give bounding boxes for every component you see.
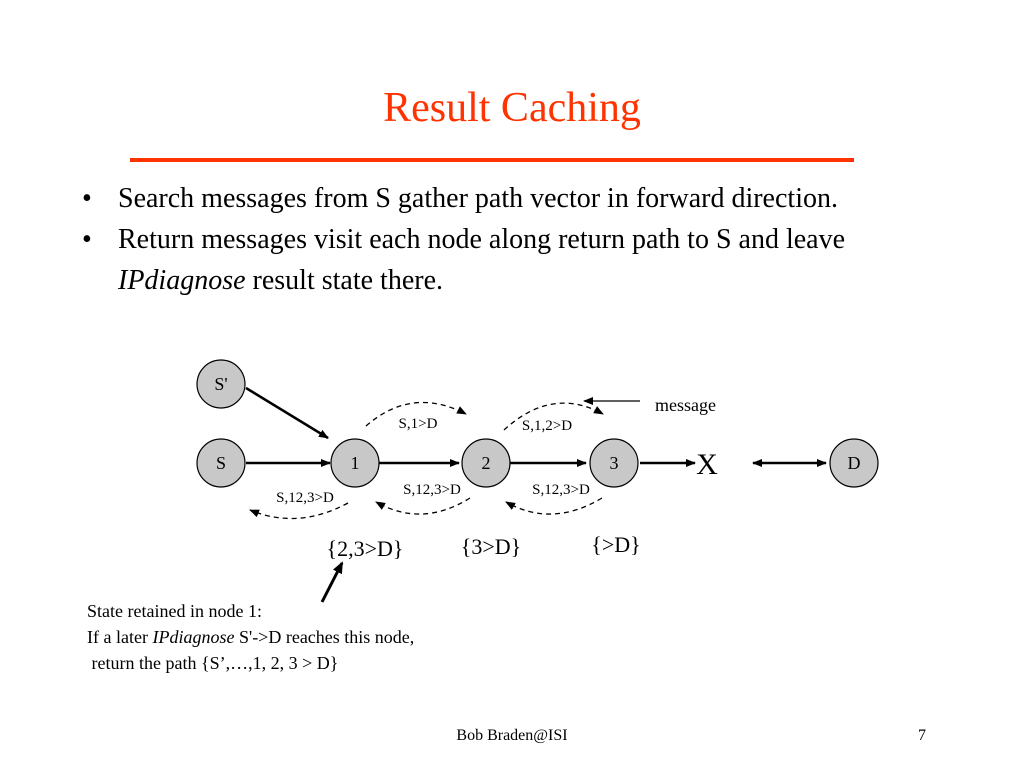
node-3: 3: [589, 438, 639, 488]
return-arc: [249, 502, 349, 520]
bullet-dot-icon: •: [82, 183, 92, 214]
link-sprime-to-1: [245, 386, 329, 440]
node-s-prime: S': [196, 359, 246, 409]
page-number: 7: [918, 727, 926, 744]
node-s: S: [196, 438, 246, 488]
bullet-dot-icon: •: [82, 224, 92, 255]
return-arc: [505, 497, 603, 515]
bullet-list: • Search messages from S gather path vec…: [78, 178, 958, 301]
title-underline: [130, 158, 854, 162]
bullet-text-tail: result state there.: [245, 265, 444, 296]
break-mark: X: [696, 448, 718, 481]
return-label: S,12,3>D: [403, 482, 461, 498]
bullet-item: • Return messages visit each node along …: [78, 219, 958, 301]
node-label: S: [216, 453, 226, 473]
state-note: State retained in node 1: If a later IPd…: [87, 598, 414, 676]
return-label: S,12,3>D: [532, 482, 590, 498]
return-label: S,12,3>D: [276, 490, 334, 506]
note-text: If a later: [87, 627, 153, 647]
forward-label: S,1,2>D: [522, 418, 572, 434]
message-label: message: [655, 395, 716, 415]
note-line: If a later IPdiagnose S'->D reaches this…: [87, 624, 414, 650]
forward-arc: [365, 401, 467, 427]
state-label: {>D}: [591, 532, 640, 557]
slide-title: Result Caching: [383, 85, 641, 131]
node-label: 3: [610, 453, 619, 473]
footer-author: Bob Braden@ISI: [456, 727, 568, 744]
return-arc: [375, 497, 471, 515]
state-label: {2,3>D}: [327, 536, 404, 561]
bullet-text: Return messages visit each node along re…: [118, 224, 846, 255]
note-text: S'->D reaches this node,: [234, 627, 415, 647]
node-2: 2: [461, 438, 511, 488]
node-d: D: [829, 438, 879, 488]
bullet-emphasis: IPdiagnose: [118, 265, 246, 296]
node-label: 2: [482, 453, 491, 473]
forward-arc: [503, 402, 604, 431]
node-1: 1: [330, 438, 380, 488]
note-emphasis: IPdiagnose: [152, 627, 235, 647]
state-pointer-arrow: [320, 561, 344, 603]
node-label: 1: [351, 453, 360, 473]
note-line: State retained in node 1:: [87, 601, 262, 621]
node-label: D: [848, 453, 861, 473]
node-label: S': [214, 374, 227, 394]
bullet-text: Search messages from S gather path vecto…: [118, 183, 838, 214]
note-line: return the path {S’,…,1, 2, 3 > D}: [87, 653, 339, 673]
state-label: {3>D}: [461, 534, 521, 559]
forward-label: S,1>D: [399, 416, 438, 432]
bullet-item: • Search messages from S gather path vec…: [78, 178, 958, 219]
